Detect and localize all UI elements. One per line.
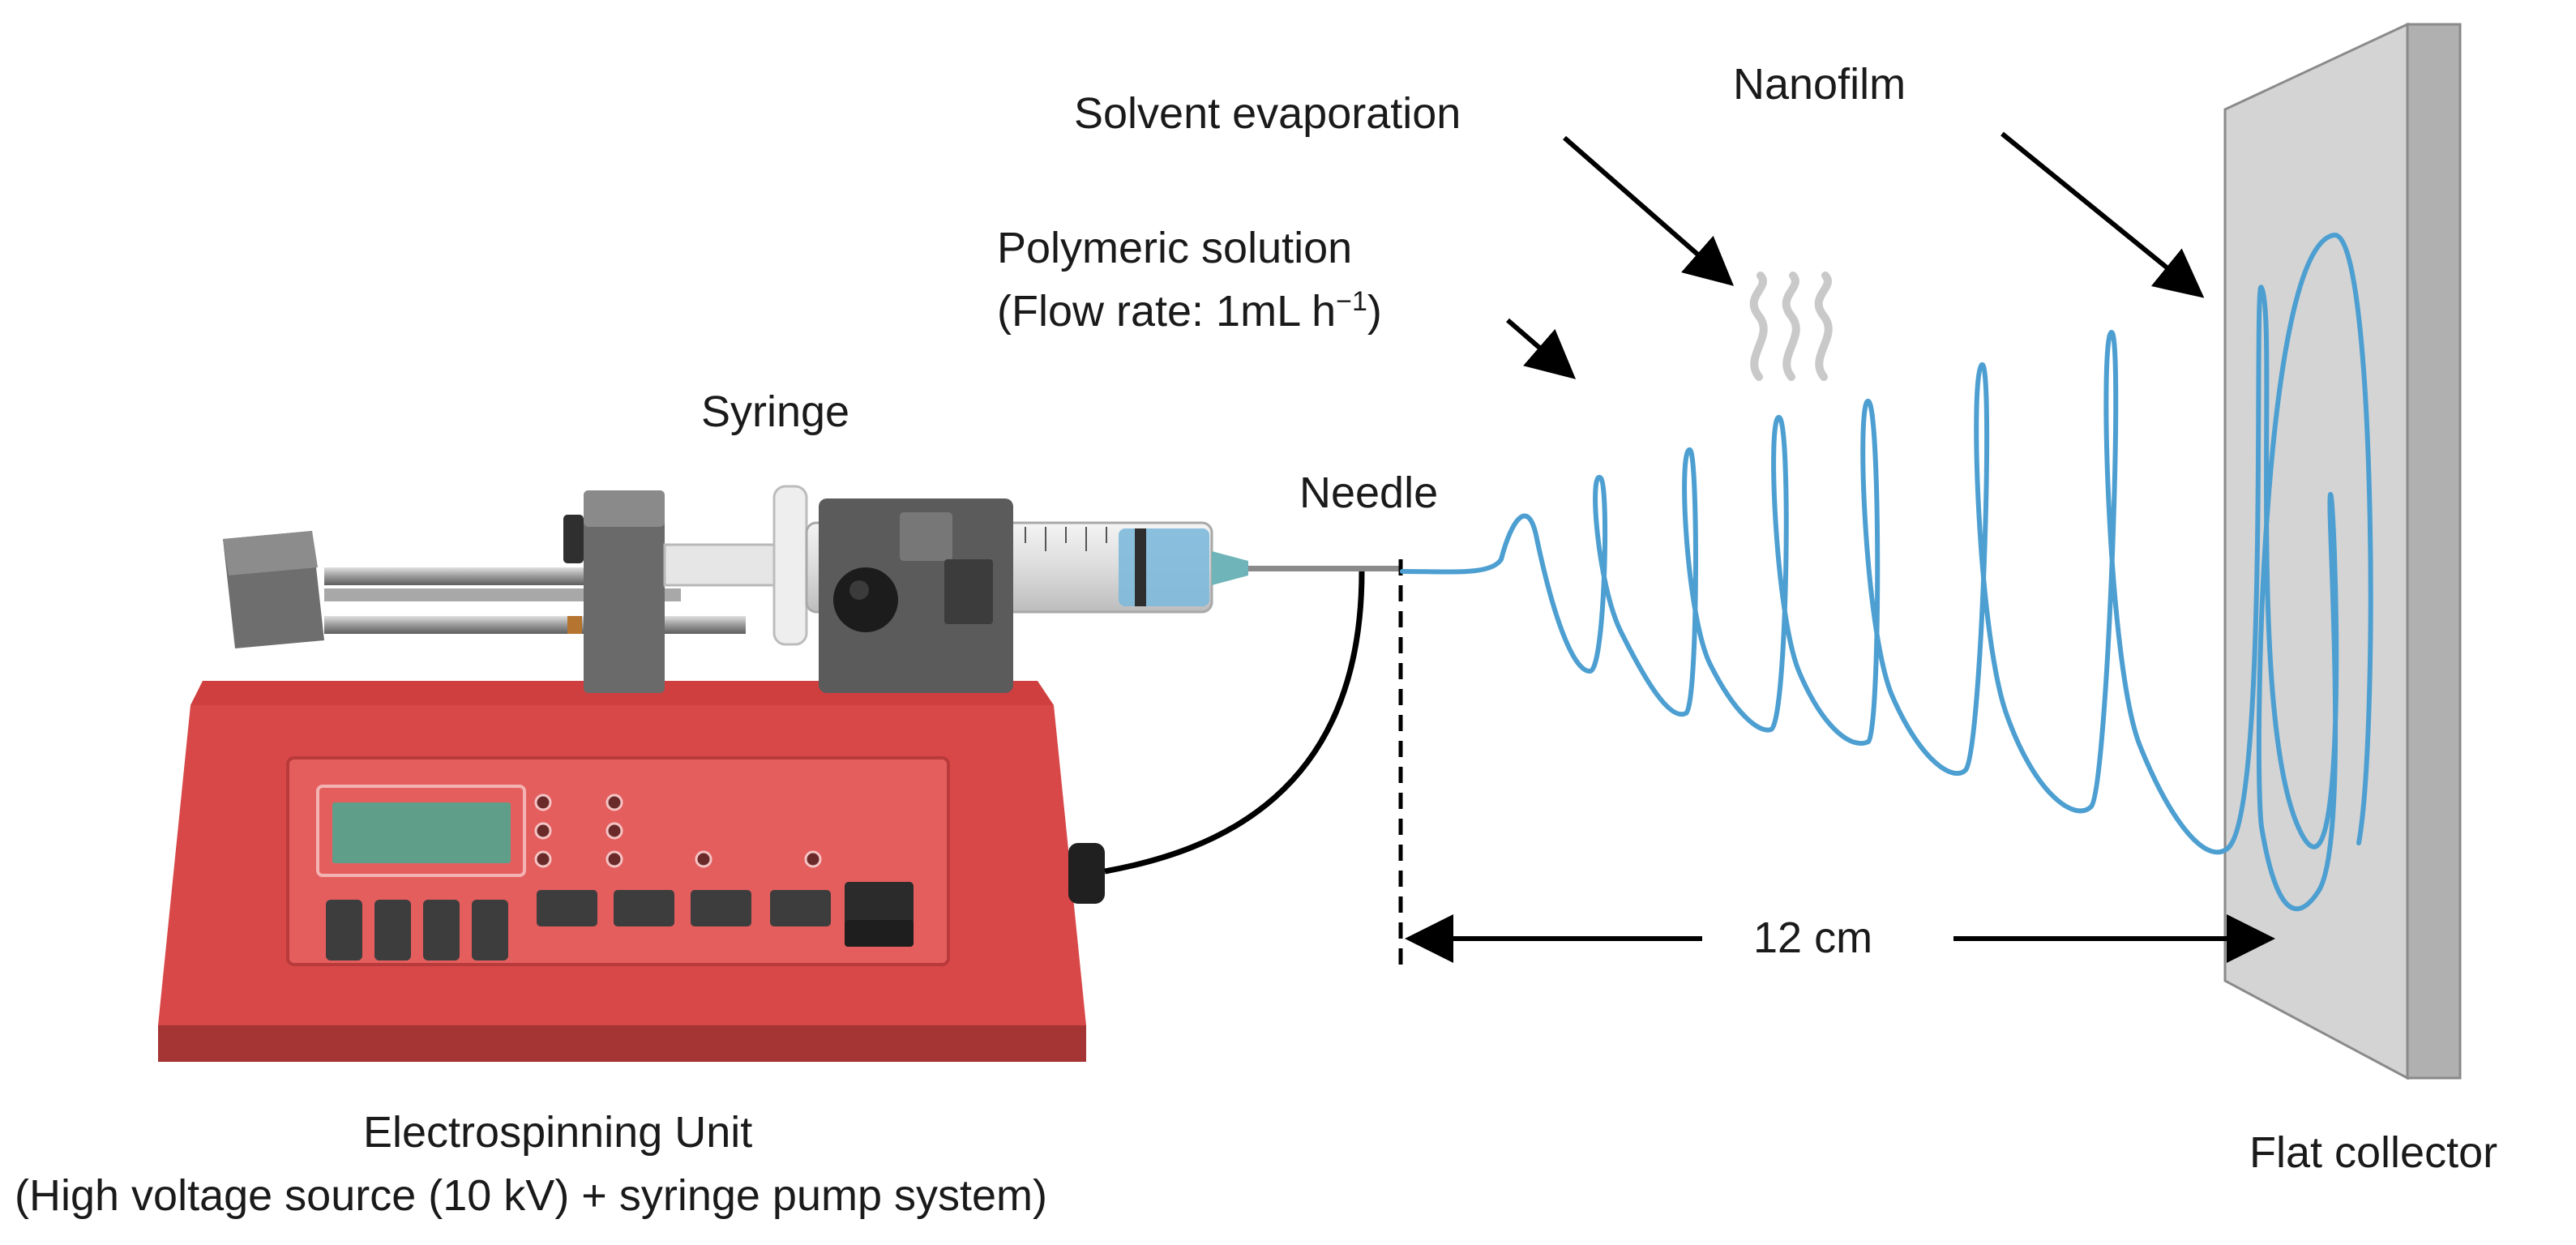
pusher-block — [584, 490, 665, 693]
syringe-pump-icon — [158, 490, 1105, 1062]
flow-rate-label: (Flow rate: 1mL h−1) — [997, 285, 1382, 338]
solvent-evaporation-label: Solvent evaporation — [1074, 89, 1461, 138]
flow-rate-text: (Flow rate: 1mL h — [997, 287, 1337, 336]
syringe-solution — [1119, 528, 1209, 606]
guide-rod-2 — [324, 616, 746, 634]
plunger-rod — [663, 543, 796, 587]
flat-collector-label: Flat collector — [2249, 1128, 2498, 1177]
syringe-clamp — [819, 498, 1013, 693]
polymeric-solution-label: Polymeric solution — [997, 224, 1353, 272]
steam-wisps-icon — [1749, 272, 1833, 381]
collector-front — [2223, 22, 2409, 1080]
unit-subtitle-label: (High voltage source (10 kV) + syringe p… — [15, 1171, 1048, 1220]
nanofilm-label: Nanofilm — [1733, 60, 1906, 109]
distance-label: 12 cm — [1753, 913, 1873, 962]
hv-connector — [1068, 843, 1105, 904]
lcd-frame — [316, 785, 526, 877]
syringe-label: Syringe — [701, 387, 850, 436]
syringe-flange — [772, 485, 808, 646]
arrow-nanofilm — [2000, 131, 2205, 298]
clamp-knob — [833, 567, 898, 632]
pump-base — [158, 1025, 1086, 1062]
keypad-buttons — [326, 882, 914, 960]
syringe-tip — [1212, 551, 1248, 585]
collector-side — [2406, 23, 2462, 1080]
needle-label: Needle — [1299, 468, 1439, 517]
fiber-jet — [1400, 232, 2373, 912]
indicator-lights — [534, 794, 822, 868]
flow-rate-exponent: −1 — [1336, 286, 1367, 317]
syringe-icon — [663, 485, 1402, 693]
flow-rate-close: ) — [1367, 287, 1382, 336]
arrow-polymeric — [1506, 318, 1577, 379]
arrow-solvent — [1563, 135, 1735, 286]
unit-title-label: Electrospinning Unit — [363, 1108, 753, 1157]
flat-collector-plate-icon — [2223, 22, 2462, 1080]
hv-wire — [1104, 571, 1365, 875]
lcd-screen — [332, 802, 511, 863]
needle-shaft — [1248, 566, 1402, 571]
